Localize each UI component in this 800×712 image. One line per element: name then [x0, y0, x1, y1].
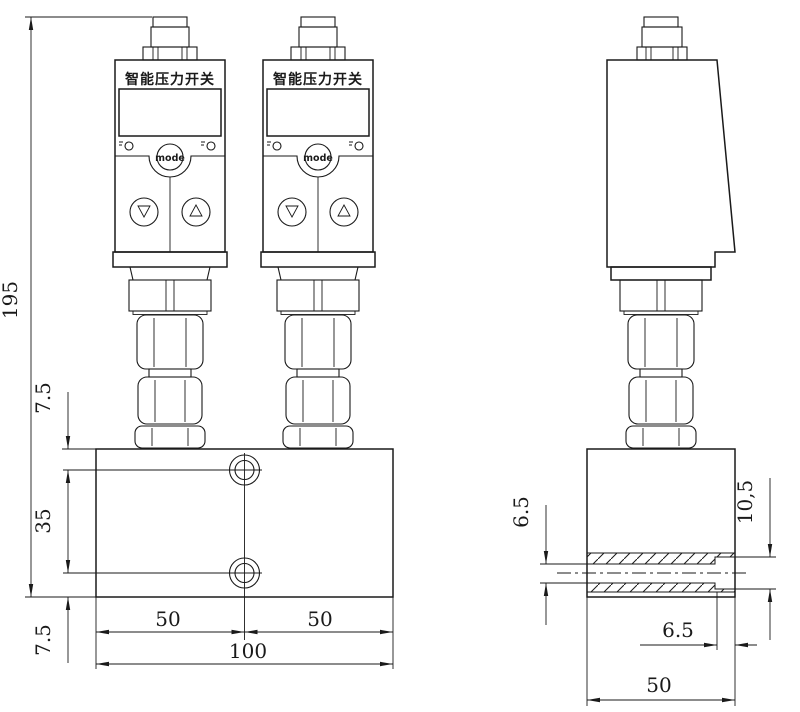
pressure-switch-2 [260, 16, 376, 281]
pressure-switch-1 [112, 16, 228, 281]
dim-label-10-5: 10,5 [733, 480, 757, 525]
dim-label-7-5-top: 7.5 [31, 382, 55, 414]
side-view: 6.5 10,5 6.5 50 [509, 16, 776, 706]
dim-port-bottom-offset: 7.5 [31, 597, 71, 663]
bore-section-upper-wall [586, 552, 736, 565]
dim-label-6-5-depth: 6.5 [662, 618, 694, 642]
mounting-flange-side [610, 266, 712, 281]
front-view: 195 7.5 35 7.5 50 [0, 16, 394, 669]
electrical-connector-side [636, 16, 688, 61]
dim-left-half-width: 50 [95, 597, 245, 669]
dim-port-top-offset: 7.5 [31, 382, 71, 449]
dim-label-6-5-bore: 6.5 [509, 496, 533, 528]
dim-port-spacing: 35 [31, 470, 71, 573]
dim-label-50-right: 50 [307, 607, 332, 631]
dim-label-35: 35 [31, 508, 55, 533]
dim-block-depth: 50 [586, 597, 736, 706]
switch-housing-side [606, 59, 736, 268]
manifold-block-side [586, 448, 736, 598]
fitting-1 [128, 279, 212, 449]
dim-label-100: 100 [229, 639, 267, 663]
dim-label-195: 195 [0, 281, 22, 319]
dim-counterbore-depth: 6.5 [640, 592, 757, 650]
dim-label-7-5-bottom: 7.5 [31, 624, 55, 656]
dim-overall-width: 100 [96, 639, 393, 667]
dim-bore-diameter: 6.5 [509, 496, 587, 625]
bore-section-lower-wall [586, 582, 736, 593]
dim-right-half-width: 50 [244, 597, 394, 669]
dim-overall-height: 195 [0, 16, 152, 598]
dim-label-50-left: 50 [155, 607, 180, 631]
fitting-side [619, 279, 703, 449]
dim-label-50-depth: 50 [646, 673, 671, 697]
fitting-2 [276, 279, 360, 449]
dim-counterbore-diameter: 10,5 [718, 478, 776, 640]
